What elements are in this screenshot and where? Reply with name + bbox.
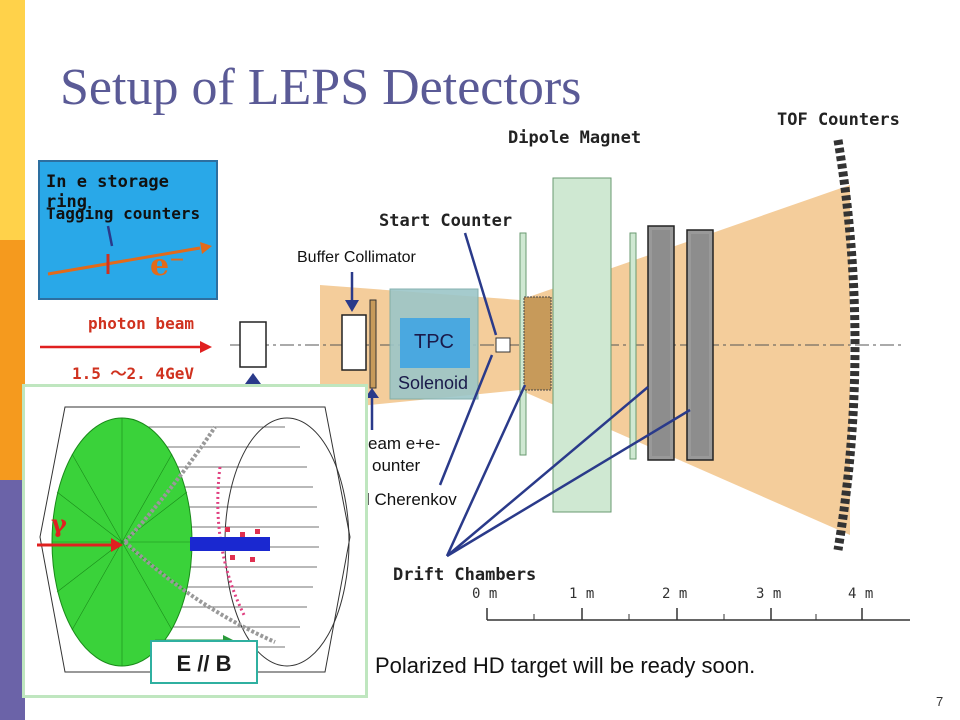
scale-label-3: 3 m [756, 586, 782, 602]
gamma-arrowhead [111, 538, 123, 552]
buffer-collimator-label: Buffer Collimator [297, 249, 416, 266]
energy-label: 1.5 ～2. 4GeV [72, 364, 194, 383]
cherenkov-plate [369, 299, 377, 389]
upstream-box [239, 321, 267, 368]
cherenkov-label: l Cherenkov [366, 490, 457, 509]
tagging-line-1: In e storage ring [46, 172, 169, 212]
drift-chambers-label: Drift Chambers [393, 565, 537, 585]
beam-counter-label: eam e+e- [368, 434, 441, 453]
thin-plate-2 [629, 232, 637, 460]
start-counter-label: Start Counter [379, 211, 513, 231]
tagging-line-2: Tagging counters [46, 204, 201, 223]
dipole-magnet [552, 177, 612, 513]
tagging-link-arrowhead [245, 373, 261, 384]
tpc [400, 318, 470, 368]
drift-chamber-3-inner [691, 234, 709, 456]
buffer-collimator-box [341, 314, 367, 371]
scale-label-1: 1 m [569, 586, 595, 602]
slide-caption: Polarized HD target will be ready soon. [375, 653, 756, 678]
gamma-label: γ [51, 509, 67, 538]
track-2 [123, 540, 276, 644]
beam-counter-label-2: ounter [372, 456, 421, 475]
drift-chamber-arrow-3 [446, 408, 691, 558]
buffer-collimator-arrowhead [345, 300, 359, 312]
drift-chamber-2-inner [652, 230, 670, 456]
track-1 [123, 425, 217, 544]
tpc-event-display [37, 406, 351, 673]
cylinder-outline [39, 406, 351, 673]
scale-label-0: 0 m [472, 586, 498, 602]
start-counter [495, 337, 511, 353]
start-counter-arrow [463, 232, 498, 336]
field-direction-label: E // B [150, 640, 258, 684]
page-number: 7 [936, 694, 944, 709]
cherenkov-arrow [438, 354, 494, 486]
drift-chamber-arrow-1 [445, 384, 527, 557]
tpc-label: TPC [414, 331, 454, 353]
slide-title: Setup of LEPS Detectors [60, 59, 582, 116]
dipole-magnet-label: Dipole Magnet [508, 128, 642, 148]
central-hits [190, 537, 270, 551]
tof-counter-wall [833, 139, 860, 551]
left-stripe-yellow [0, 0, 25, 240]
photon-beam-label: photon beam [88, 314, 194, 333]
left-stripe-orange [0, 240, 25, 480]
solenoid-label: Solenoid [398, 373, 469, 393]
vertex-chamber [523, 296, 552, 391]
tagging-counter-panel: In e storage ring Tagging counters e⁻ [38, 160, 218, 300]
tof-counters-label: TOF Counters [777, 110, 900, 130]
scale-label-2: 2 m [662, 586, 688, 602]
electron-symbol: e⁻ [150, 248, 185, 283]
scale-label-4: 4 m [848, 586, 874, 602]
tagging-sketch [47, 225, 212, 276]
track-3 [216, 466, 247, 618]
drift-chamber-arrow-2 [446, 386, 649, 557]
photon-beam-arrowhead [200, 341, 212, 353]
left-stripe-purple [0, 480, 25, 720]
beam-counter-arrowhead [365, 388, 379, 398]
